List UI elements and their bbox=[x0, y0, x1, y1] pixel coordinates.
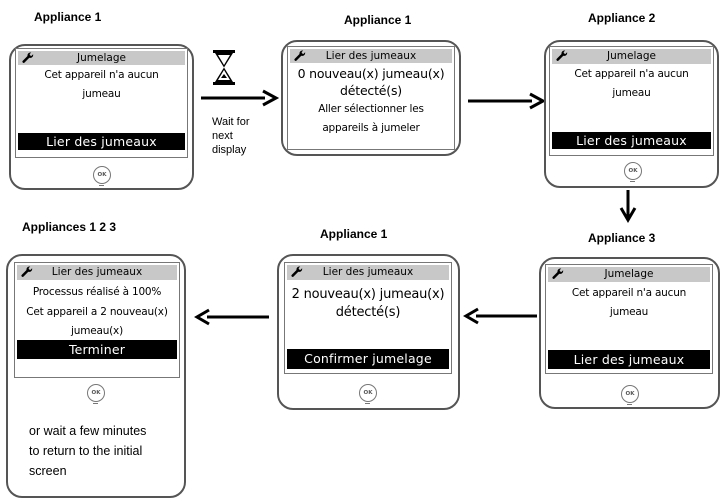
finish-action[interactable]: Terminer bbox=[17, 340, 177, 359]
wrench-icon bbox=[291, 266, 303, 277]
wrench-icon bbox=[552, 268, 564, 279]
screen-title-bar: Jumelage bbox=[552, 49, 711, 64]
message-line-2: jumeau bbox=[609, 306, 649, 318]
wait-note-line-2: next bbox=[212, 130, 233, 142]
link-twins-action[interactable]: Lier des jumeaux bbox=[548, 350, 710, 369]
arrow-to-step2 bbox=[201, 89, 280, 107]
wait-note: Wait for next display bbox=[212, 115, 250, 157]
caption-appliance-1-step5: Appliance 1 bbox=[320, 227, 388, 241]
device-appliances-123-done: Lier des jumeaux Processus réalisé à 100… bbox=[6, 254, 186, 498]
message-line-3: Aller sélectionner les bbox=[318, 103, 424, 115]
device-screen: Jumelage Cet appareil n'a aucun jumeau L… bbox=[15, 48, 188, 158]
screen-title-bar: Lier des jumeaux bbox=[287, 265, 449, 280]
link-twins-action[interactable]: Lier des jumeaux bbox=[552, 132, 711, 149]
wrench-icon bbox=[22, 52, 34, 63]
ok-button[interactable]: OK bbox=[624, 162, 642, 182]
message-line-1: Cet appareil n'a aucun bbox=[571, 287, 687, 299]
caption-appliance-1-step2: Appliance 1 bbox=[344, 13, 412, 27]
timeout-note-line-3: screen bbox=[29, 464, 67, 478]
ok-button[interactable]: OK bbox=[87, 384, 105, 404]
ok-button[interactable]: OK bbox=[93, 166, 111, 186]
screen-title: Lier des jumeaux bbox=[325, 50, 417, 62]
screen-title: Lier des jumeaux bbox=[322, 266, 414, 278]
device-appliance-1-initial: Jumelage Cet appareil n'a aucun jumeau L… bbox=[9, 44, 194, 190]
ok-button[interactable]: OK bbox=[359, 384, 377, 404]
screen-title-bar: Lier des jumeaux bbox=[17, 265, 177, 280]
arrow-to-step5 bbox=[463, 307, 537, 325]
message-line-2: détecté(s) bbox=[340, 83, 402, 98]
device-appliance-1-confirm: Lier des jumeaux 2 nouveau(x) jumeau(x) … bbox=[277, 254, 460, 410]
screen-title-bar: Jumelage bbox=[548, 267, 710, 282]
wait-note-line-3: display bbox=[212, 144, 247, 156]
message-line-1: 2 nouveau(x) jumeau(x) bbox=[291, 287, 445, 302]
message-line-3: jumeau(x) bbox=[71, 325, 123, 337]
wrench-icon bbox=[556, 50, 568, 61]
caption-appliances-123: Appliances 1 2 3 bbox=[22, 220, 117, 234]
message-line-2: détecté(s) bbox=[335, 305, 401, 320]
timeout-note: or wait a few minutes to return to the i… bbox=[29, 421, 146, 481]
screen-title: Jumelage bbox=[77, 52, 126, 64]
screen-title: Jumelage bbox=[604, 268, 654, 280]
wait-note-line-1: Wait for bbox=[212, 116, 250, 128]
timeout-note-line-1: or wait a few minutes bbox=[29, 424, 147, 438]
device-screen: Lier des jumeaux 0 nouveau(x) jumeau(x) … bbox=[287, 46, 455, 150]
arrow-to-step6 bbox=[194, 308, 269, 326]
screen-title: Lier des jumeaux bbox=[51, 266, 143, 278]
message-line-1: Cet appareil n'a aucun bbox=[44, 69, 159, 81]
timeout-note-line-2: to return to the initial bbox=[29, 444, 143, 458]
device-appliance-2: Jumelage Cet appareil n'a aucun jumeau L… bbox=[544, 40, 719, 188]
link-twins-action[interactable]: Lier des jumeaux bbox=[18, 133, 185, 150]
message-line-1: Processus réalisé à 100% bbox=[32, 286, 162, 298]
arrow-to-appliance-3 bbox=[619, 190, 637, 223]
device-screen: Lier des jumeaux 2 nouveau(x) jumeau(x) … bbox=[284, 262, 452, 374]
message-line-2: Cet appareil a 2 nouveau(x) bbox=[26, 306, 168, 318]
screen-title-bar: Lier des jumeaux bbox=[290, 49, 452, 63]
caption-appliance-2: Appliance 2 bbox=[588, 11, 656, 25]
message-line-1: Cet appareil n'a aucun bbox=[574, 68, 689, 80]
device-appliance-3: Jumelage Cet appareil n'a aucun jumeau L… bbox=[539, 257, 720, 409]
message-line-2: jumeau bbox=[82, 88, 121, 100]
wrench-icon bbox=[294, 50, 306, 61]
caption-appliance-3: Appliance 3 bbox=[588, 231, 656, 245]
device-screen: Jumelage Cet appareil n'a aucun jumeau L… bbox=[545, 264, 713, 374]
caption-appliance-1-step1: Appliance 1 bbox=[34, 10, 102, 24]
message-line-1: 0 nouveau(x) jumeau(x) bbox=[297, 66, 445, 81]
screen-title-bar: Jumelage bbox=[18, 51, 185, 65]
device-appliance-1-detect: Lier des jumeaux 0 nouveau(x) jumeau(x) … bbox=[281, 40, 461, 156]
message-line-4: appareils à jumeler bbox=[322, 122, 420, 134]
screen-title: Jumelage bbox=[607, 50, 656, 62]
wrench-icon bbox=[21, 266, 33, 277]
message-line-2: jumeau bbox=[612, 87, 651, 99]
hourglass-icon bbox=[213, 50, 235, 85]
ok-button[interactable]: OK bbox=[621, 385, 639, 405]
confirm-pairing-action[interactable]: Confirmer jumelage bbox=[287, 349, 449, 369]
device-screen: Jumelage Cet appareil n'a aucun jumeau L… bbox=[549, 46, 714, 156]
arrow-to-appliance-2 bbox=[468, 92, 547, 110]
device-screen: Lier des jumeaux Processus réalisé à 100… bbox=[14, 262, 180, 378]
